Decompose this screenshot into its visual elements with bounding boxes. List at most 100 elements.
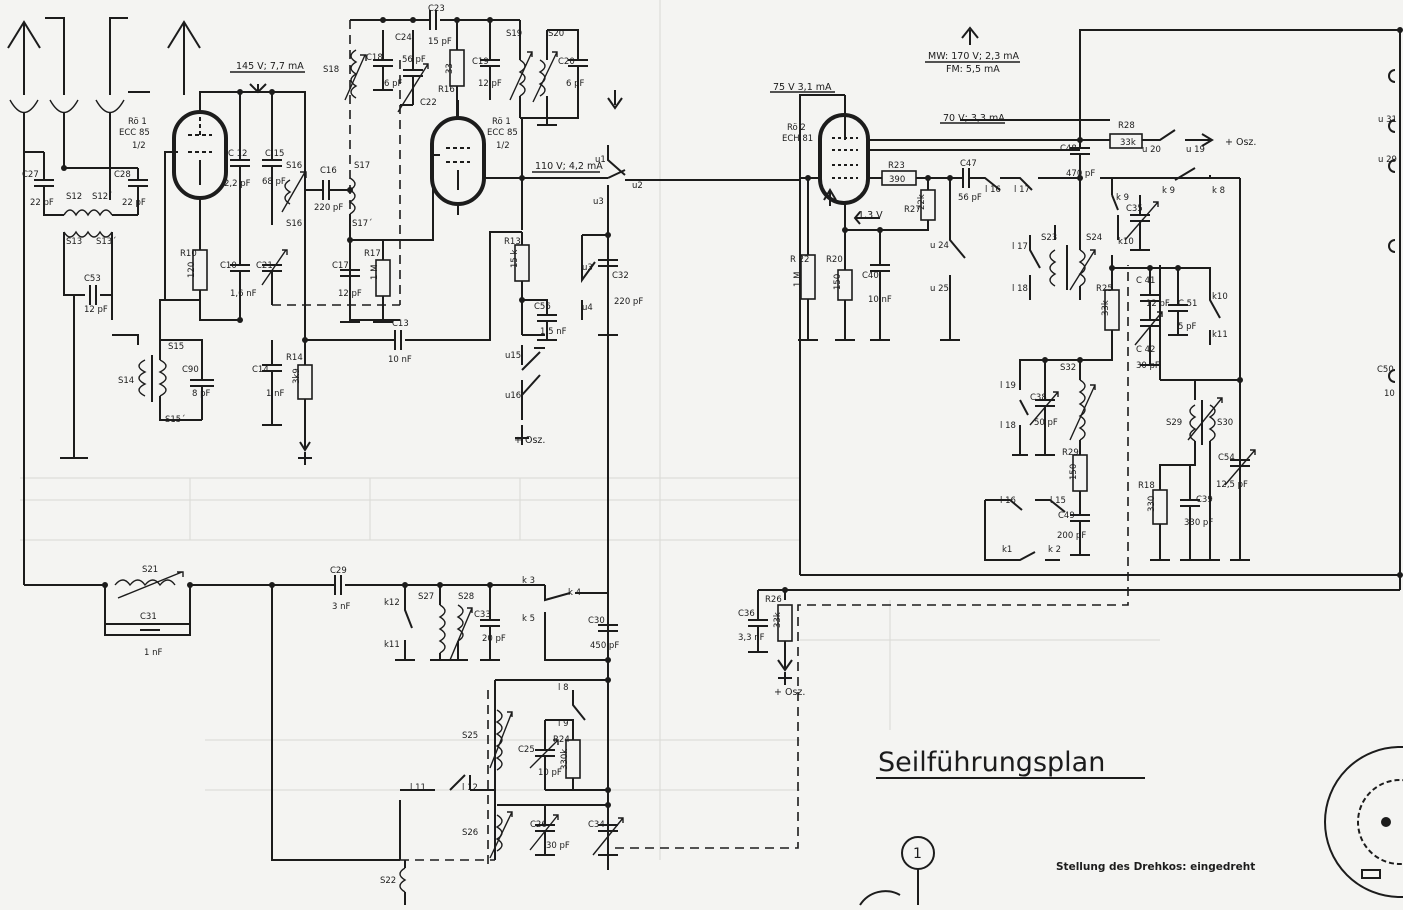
label-r23v: 390 xyxy=(889,175,905,185)
label-r10v: 120 xyxy=(187,262,197,278)
label-k3: k 3 xyxy=(522,576,535,586)
tube-ro2-name: Rö 2 xyxy=(787,123,806,133)
label-r26: R26 xyxy=(765,595,782,605)
label-c27: C27 xyxy=(22,170,39,180)
osz-label-2: + Osz. xyxy=(1225,137,1256,148)
s14-s15-circuit xyxy=(138,299,214,421)
tube-ro1-left-type: ECC 85 xyxy=(119,128,150,138)
label-c51: C 51 xyxy=(1178,299,1197,309)
label-c15v: 68 pF xyxy=(262,177,286,187)
label-k1: k1 xyxy=(1002,545,1012,555)
label-c14v: 1 nF xyxy=(266,389,284,399)
band-switch-u xyxy=(581,145,800,870)
label-c28v: 22 pF xyxy=(122,198,146,208)
label-c27v: 22 pF xyxy=(30,198,54,208)
label-c32: C32 xyxy=(612,271,629,281)
background-ghost-table xyxy=(20,0,1160,860)
label-r14v: 3k9 xyxy=(292,368,302,384)
label-s18: S18 xyxy=(323,65,339,75)
label-c53: C53 xyxy=(84,274,101,284)
label-c18: C18 xyxy=(366,53,383,63)
label-r13v: 15 k xyxy=(510,249,520,268)
label-u25: u 25 xyxy=(930,284,949,294)
label-s15: S15 xyxy=(168,342,184,352)
label-c22: C22 xyxy=(420,98,437,108)
label-c30v: 450 pF xyxy=(590,641,619,651)
voltage-70v: 70 V; 3,3 mA xyxy=(943,113,1005,124)
rope-plan-text: Seilführungsplan Stellung des Drehkos: e… xyxy=(878,747,1255,873)
label-s22: S22 xyxy=(380,876,396,886)
rope-plan-title: Seilführungsplan xyxy=(878,747,1105,778)
label-l16: l 16 xyxy=(985,185,1001,195)
rope-plan-area xyxy=(859,746,1403,906)
label-s27: S27 xyxy=(418,592,434,602)
label-c31v: 1 nF xyxy=(144,648,162,658)
label-k10b: k10 xyxy=(1212,292,1228,302)
tube-ro1-right-name: Rö 1 xyxy=(492,117,511,127)
label-c18v: 6 pF xyxy=(384,79,403,89)
label-c24v: 56 pF xyxy=(402,55,426,65)
voltage-145v: 145 V; 7,7 mA xyxy=(236,61,304,72)
label-c42: C 42 xyxy=(1136,345,1155,355)
label-c48v: 470 pF xyxy=(1066,169,1095,179)
label-s13b: S13´ xyxy=(96,236,116,247)
label-k12: k12 xyxy=(384,598,400,608)
label-r10: R10 xyxy=(180,249,197,259)
label-s23: S23 xyxy=(1041,233,1057,243)
label-u2: u2 xyxy=(632,181,643,191)
ro2-anode-network xyxy=(881,26,1400,341)
label-r26v: 33k xyxy=(773,612,783,628)
label-c10: C10 xyxy=(220,261,237,271)
label-s12b: S12´ xyxy=(92,191,112,202)
label-s25: S25 xyxy=(462,731,478,741)
label-c41v: 12 pF xyxy=(1146,299,1170,309)
label-s16b: S16´ xyxy=(286,218,306,229)
ro1-grid-circuit xyxy=(281,20,440,323)
ro2-oscillator-coils xyxy=(984,265,1256,561)
tube-ro1-right-type: ECC 85 xyxy=(487,128,518,138)
label-r17v: 1 M xyxy=(370,265,380,280)
label-c29: C29 xyxy=(330,566,347,576)
label-r29: R29 xyxy=(1062,448,1079,458)
label-c20v: 6 pF xyxy=(566,79,585,89)
voltage-75v: 75 V 3,1 mA xyxy=(773,82,832,93)
label-u29: u 29 xyxy=(1378,155,1397,165)
label-u20: u 20 xyxy=(1142,145,1161,155)
label-r25v: 33k xyxy=(1101,300,1111,316)
label-c17v: 12 pF xyxy=(338,289,362,299)
label-c24: C24 xyxy=(395,33,412,43)
label-l12: l 12 xyxy=(462,783,478,793)
label-r20: R20 xyxy=(826,255,843,265)
label-c31: C31 xyxy=(140,612,157,622)
label-c54v: 12,5 pF xyxy=(1216,480,1248,490)
label-r23: R23 xyxy=(888,161,905,171)
tube-ro1-left xyxy=(164,91,240,300)
tube-ro1-right-half: 1/2 xyxy=(496,141,510,151)
label-u24: u 24 xyxy=(930,241,949,251)
label-c25: C25 xyxy=(518,745,535,755)
label-s29: S29 xyxy=(1166,418,1182,428)
label-c49v: 200 pF xyxy=(1057,531,1086,541)
label-l18: l 18 xyxy=(1012,284,1028,294)
label-c56: C56 xyxy=(534,302,551,312)
tube-ro2-type: ECH 81 xyxy=(782,134,813,144)
label-k11: k11 xyxy=(384,640,400,650)
label-l11: l 11 xyxy=(410,783,426,793)
label-k5: k 5 xyxy=(522,614,535,624)
label-r18: R18 xyxy=(1138,481,1155,491)
label-l19: l 19 xyxy=(1000,381,1016,391)
tube-ro2 xyxy=(798,94,1100,575)
oscillator-outputs: + Osz. + Osz. + Osz. xyxy=(514,137,1256,698)
tube-ro1-right xyxy=(430,100,608,445)
label-c54: C54 xyxy=(1218,453,1235,463)
label-u1: u1 xyxy=(595,155,606,165)
label-r28v: 33k xyxy=(1120,138,1136,148)
label-r25: R25 xyxy=(1096,284,1113,294)
label-c34: C34 xyxy=(588,820,605,830)
label-c47v: 56 pF xyxy=(958,193,982,203)
label-l16b: l 16 xyxy=(1000,496,1016,506)
label-c38v: 50 pF xyxy=(1034,418,1058,428)
label-s16: S16 xyxy=(286,161,302,171)
